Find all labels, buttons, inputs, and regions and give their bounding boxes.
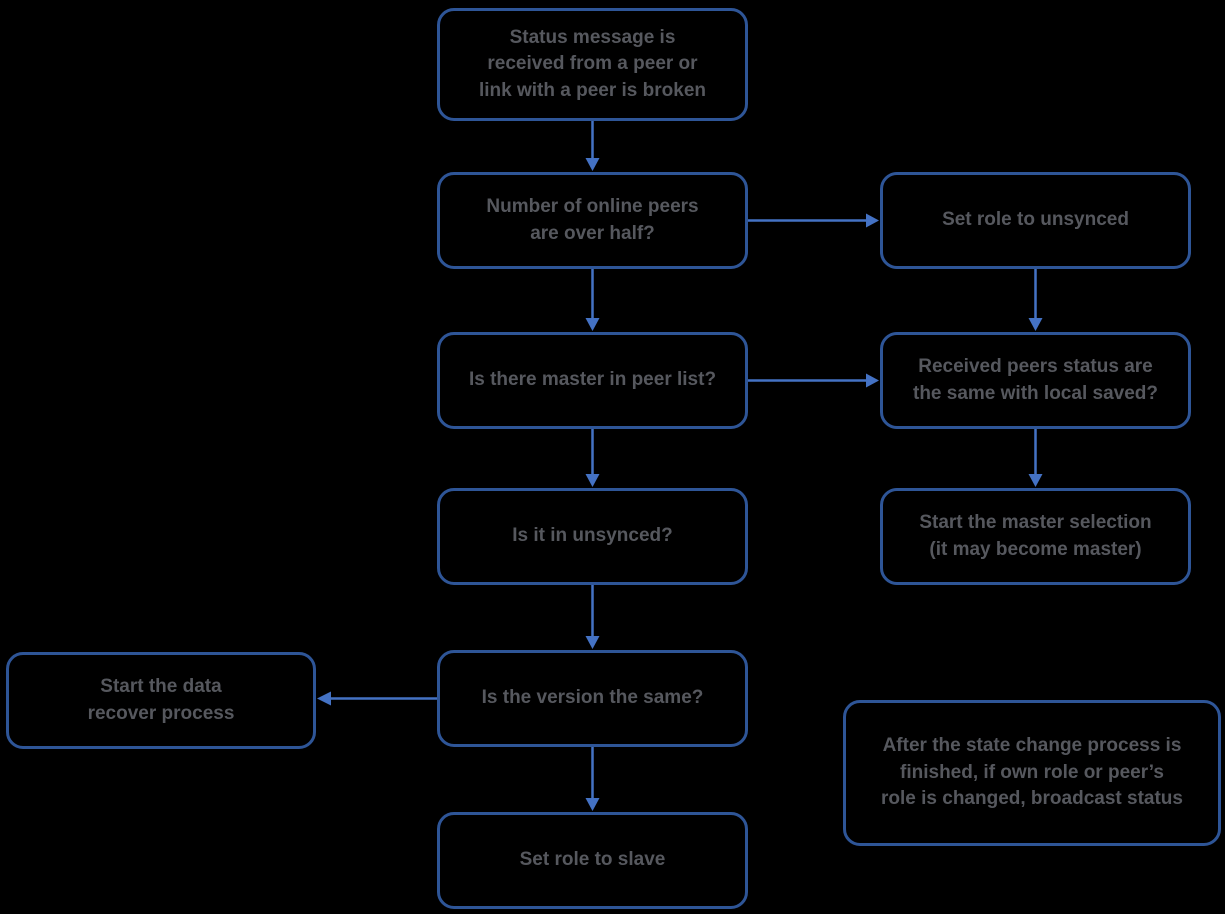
arrow-isunsynced-to-version [585,585,600,649]
node-set-role-slave: Set role to slave [437,812,748,909]
arrow-master-to-received [748,373,879,388]
node-broadcast-note: After the state change process is finish… [843,700,1221,846]
arrow-version-to-slave [585,747,600,811]
node-set-role-unsynced: Set role to unsynced [880,172,1191,269]
node-start-master-selection: Start the master selection (it may becom… [880,488,1191,585]
arrow-peers-to-master [585,269,600,331]
arrow-received-to-selection [1028,429,1043,487]
node-is-version-same: Is the version the same? [437,650,748,747]
node-is-it-in-unsynced: Is it in unsynced? [437,488,748,585]
arrow-peers-to-unsynced [748,213,879,228]
arrow-version-to-recover [317,691,437,706]
node-start-data-recover: Start the data recover process [6,652,316,749]
arrow-unsynced-to-received [1028,269,1043,331]
arrow-master-to-isunsynced [585,429,600,487]
node-online-peers-over-half: Number of online peers are over half? [437,172,748,269]
arrow-status-to-peers [585,121,600,171]
node-received-status-same: Received peers status are the same with … [880,332,1191,429]
node-master-in-peer-list: Is there master in peer list? [437,332,748,429]
node-status-received: Status message is received from a peer o… [437,8,748,121]
